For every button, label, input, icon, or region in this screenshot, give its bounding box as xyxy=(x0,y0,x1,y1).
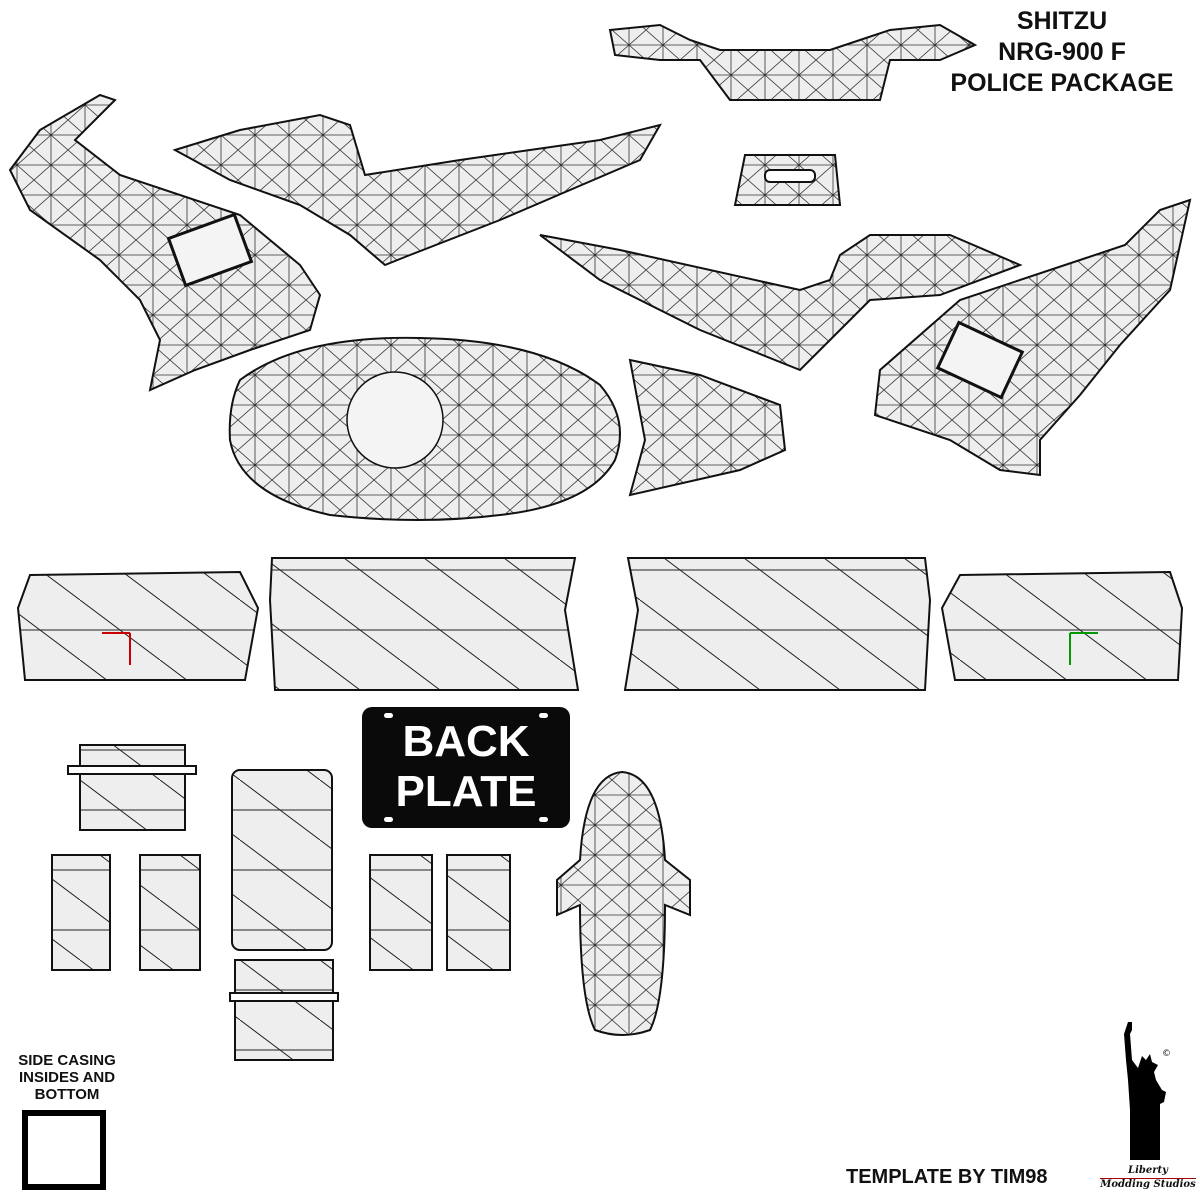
small-panel-1 xyxy=(51,854,111,971)
small-panel-2 xyxy=(139,854,201,971)
left-saddlebag-front xyxy=(268,557,580,691)
lid-rim xyxy=(67,765,197,775)
tail-cowl-part xyxy=(628,358,787,497)
small-panel-4 xyxy=(446,854,511,971)
title-line-3: POLICE PACKAGE xyxy=(950,69,1174,97)
plate-hole-icon xyxy=(539,713,548,718)
small-bracket-slot xyxy=(764,169,816,183)
logo-line-1: Liberty xyxy=(1128,1165,1168,1176)
left-side-panel-part xyxy=(172,113,663,267)
right-fairing-vent xyxy=(935,320,1025,400)
axis-marker-1 xyxy=(102,632,131,665)
small-panel-3 xyxy=(369,854,433,971)
title-line-1: SHITZU xyxy=(1016,7,1108,35)
tall-panel xyxy=(231,769,333,951)
logo-text: Liberty Modding Studios xyxy=(1098,1164,1198,1192)
left-saddlebag-side xyxy=(16,570,260,681)
rear-fender-part xyxy=(556,770,691,1036)
right-side-panel-part xyxy=(539,234,1023,372)
side-casing-swatch xyxy=(22,1110,106,1190)
template-credit: TEMPLATE BY TIM98 xyxy=(846,1166,1048,1188)
back-plate-line-1: BACK xyxy=(402,717,530,766)
lid-part xyxy=(79,744,186,831)
logo-copyright: © xyxy=(1162,1049,1171,1059)
statue-of-liberty-logo-icon: © xyxy=(1124,1022,1171,1160)
back-plate: BACK PLATE xyxy=(362,707,570,828)
side-casing-label: SIDE CASING INSIDES AND BOTTOM xyxy=(0,1052,134,1103)
axis-marker-2 xyxy=(1069,632,1098,665)
plate-hole-icon xyxy=(384,817,393,822)
plate-hole-icon xyxy=(539,817,548,822)
mirror-cowl-part xyxy=(608,23,978,101)
left-fairing-part xyxy=(8,93,322,392)
lid-part-2 xyxy=(234,959,334,1061)
right-saddlebag-side xyxy=(940,570,1184,681)
fuel-cap-hole xyxy=(346,371,444,469)
logo-line-2: Modding Studios xyxy=(1100,1179,1196,1190)
left-fairing-vent xyxy=(166,212,254,288)
side-casing-line-2: INSIDES AND xyxy=(18,1069,116,1086)
title-line-2: NRG-900 F xyxy=(998,38,1126,66)
plate-hole-icon xyxy=(384,713,393,718)
side-casing-line-3: BOTTOM xyxy=(34,1086,100,1103)
right-fairing-part xyxy=(873,198,1192,477)
lid-rim-2 xyxy=(229,992,339,1002)
template-title: SHITZU NRG-900 F POLICE PACKAGE xyxy=(932,6,1192,99)
back-plate-line-2: PLATE xyxy=(395,767,537,816)
right-saddlebag-front xyxy=(623,557,932,691)
side-casing-line-1: SIDE CASING xyxy=(18,1052,116,1069)
logo-divider xyxy=(1100,1178,1196,1179)
